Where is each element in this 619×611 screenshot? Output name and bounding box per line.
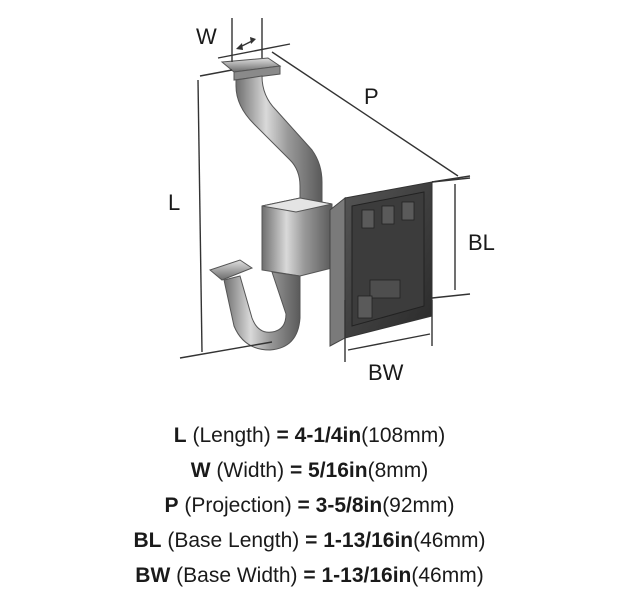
spec-metric: (92mm) — [382, 494, 455, 517]
spec-width: W (Width) = 5/16in(8mm) — [0, 453, 619, 488]
spec-imperial: 3-5/8in — [315, 494, 383, 517]
spec-name: (Base Length) — [167, 529, 300, 552]
spec-name: (Projection) — [184, 494, 292, 517]
spec-abbr: P — [164, 494, 179, 517]
spec-imperial: 5/16in — [308, 459, 368, 482]
spec-imperial: 1-13/16in — [321, 564, 412, 587]
spec-name: (Length) — [192, 424, 271, 447]
spec-imperial: 1-13/16in — [323, 529, 414, 552]
spec-length: L (Length) = 4-1/4in(108mm) — [0, 418, 619, 453]
spec-metric: (46mm) — [413, 529, 486, 552]
hook-illustration — [208, 57, 433, 351]
hook-dimension-diagram: W P L BL BW — [168, 18, 495, 385]
spec-abbr: BW — [135, 564, 171, 587]
spec-name: (Width) — [216, 459, 285, 482]
spec-equals: = — [305, 529, 318, 552]
spec-metric: (46mm) — [411, 564, 484, 587]
spec-projection: P (Projection) = 3-5/8in(92mm) — [0, 488, 619, 523]
dimension-lines — [179, 18, 471, 362]
spec-metric: (108mm) — [361, 424, 446, 447]
spec-equals: = — [303, 564, 316, 587]
spec-abbr: BL — [133, 529, 162, 552]
label-bl: BL — [468, 230, 495, 255]
spec-base-length: BL (Base Length) = 1-13/16in(46mm) — [0, 523, 619, 558]
spec-abbr: W — [190, 459, 211, 482]
spec-equals: = — [289, 459, 303, 482]
label-w: W — [196, 24, 217, 49]
label-l: L — [168, 190, 180, 215]
dimension-specs: L (Length) = 4-1/4in(108mm) W (Width) = … — [0, 418, 619, 593]
spec-abbr: L — [173, 424, 187, 447]
spec-name: (Base Width) — [176, 564, 298, 587]
spec-equals: = — [276, 424, 289, 447]
spec-imperial: 4-1/4in — [294, 424, 362, 447]
spec-base-width: BW (Base Width) = 1-13/16in(46mm) — [0, 558, 619, 593]
label-bw: BW — [368, 360, 404, 385]
spec-equals: = — [297, 494, 310, 517]
label-p: P — [364, 84, 379, 109]
spec-metric: (8mm) — [367, 459, 429, 482]
